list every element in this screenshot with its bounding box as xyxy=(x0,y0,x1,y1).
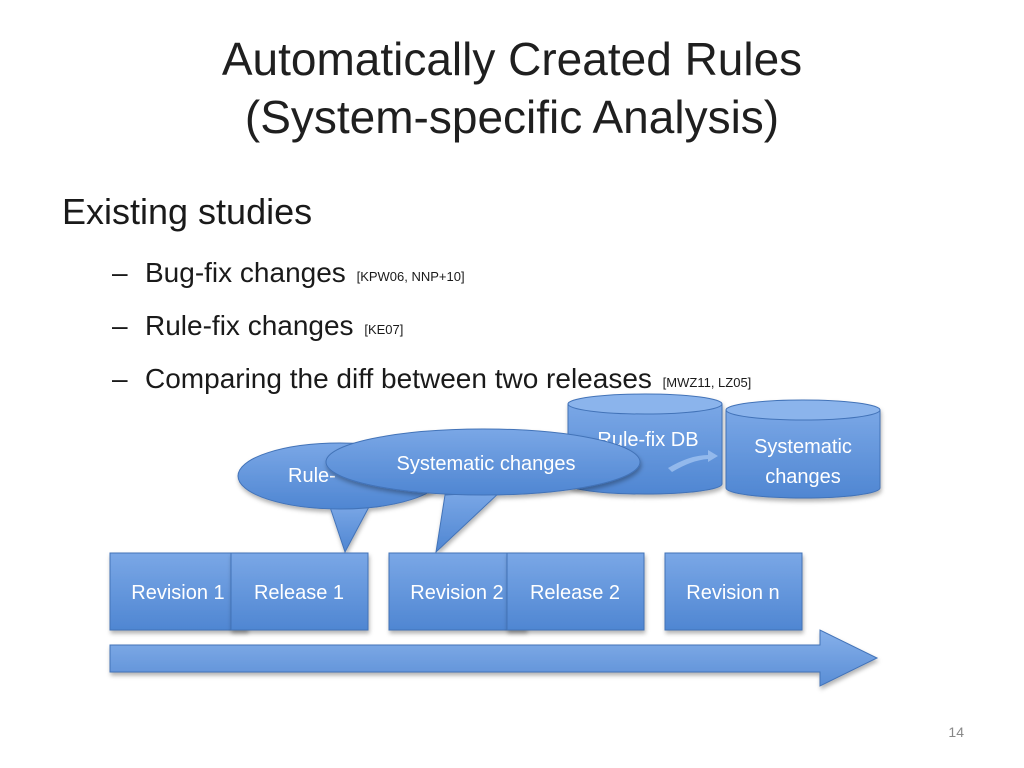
rule-fix-callout-label: Rule- xyxy=(288,465,336,487)
page-number: 14 xyxy=(948,724,964,740)
systematic-changes-callout xyxy=(325,428,641,554)
revision-1-label: Revision 1 xyxy=(131,582,224,604)
bullet-list: –Bug-fix changes [KPW06, NNP+10] –Rule-f… xyxy=(112,248,751,407)
bullet-text: Comparing the diff between two releases xyxy=(145,363,652,394)
systematic-changes-cylinder xyxy=(725,399,881,499)
rule-fix-db-label: Rule-fix DB xyxy=(597,429,698,451)
revision-n-box xyxy=(664,552,803,631)
db-arrow-icon xyxy=(668,450,718,472)
bullet-text: Rule-fix changes xyxy=(145,310,354,341)
title-line-1: Automatically Created Rules xyxy=(221,33,803,85)
revision-2-label: Revision 2 xyxy=(410,582,503,604)
revision-2-box xyxy=(388,552,527,631)
systematic-changes-callout-label: Systematic changes xyxy=(397,453,576,475)
revision-1-box xyxy=(109,552,248,631)
bullet-citation: [KE07] xyxy=(364,322,404,337)
timeline-arrow xyxy=(109,629,879,687)
bullet-dash: – xyxy=(112,257,128,288)
bullet-item: –Rule-fix changes [KE07] xyxy=(112,301,751,354)
bullet-item: –Bug-fix changes [KPW06, NNP+10] xyxy=(112,248,751,301)
bullet-dash: – xyxy=(112,310,128,341)
bullet-dash: – xyxy=(112,363,128,394)
release-1-label: Release 1 xyxy=(254,582,344,604)
revision-n-label: Revision n xyxy=(686,582,779,604)
release-1-box xyxy=(230,552,369,631)
slide-title: Automatically Created Rules (System-spec… xyxy=(0,30,1024,146)
systematic-changes-db-label-2: changes xyxy=(765,466,841,488)
bullet-item: –Comparing the diff between two releases… xyxy=(112,354,751,407)
bullet-citation: [KPW06, NNP+10] xyxy=(356,269,465,284)
release-2-label: Release 2 xyxy=(530,582,620,604)
bullet-citation: [MWZ11, LZ05] xyxy=(662,375,752,390)
bullet-text: Bug-fix changes xyxy=(145,257,346,288)
systematic-changes-db-label-1: Systematic xyxy=(754,436,852,458)
title-line-2: (System-specific Analysis) xyxy=(244,91,780,143)
release-2-box xyxy=(506,552,645,631)
section-heading: Existing studies xyxy=(62,191,313,232)
